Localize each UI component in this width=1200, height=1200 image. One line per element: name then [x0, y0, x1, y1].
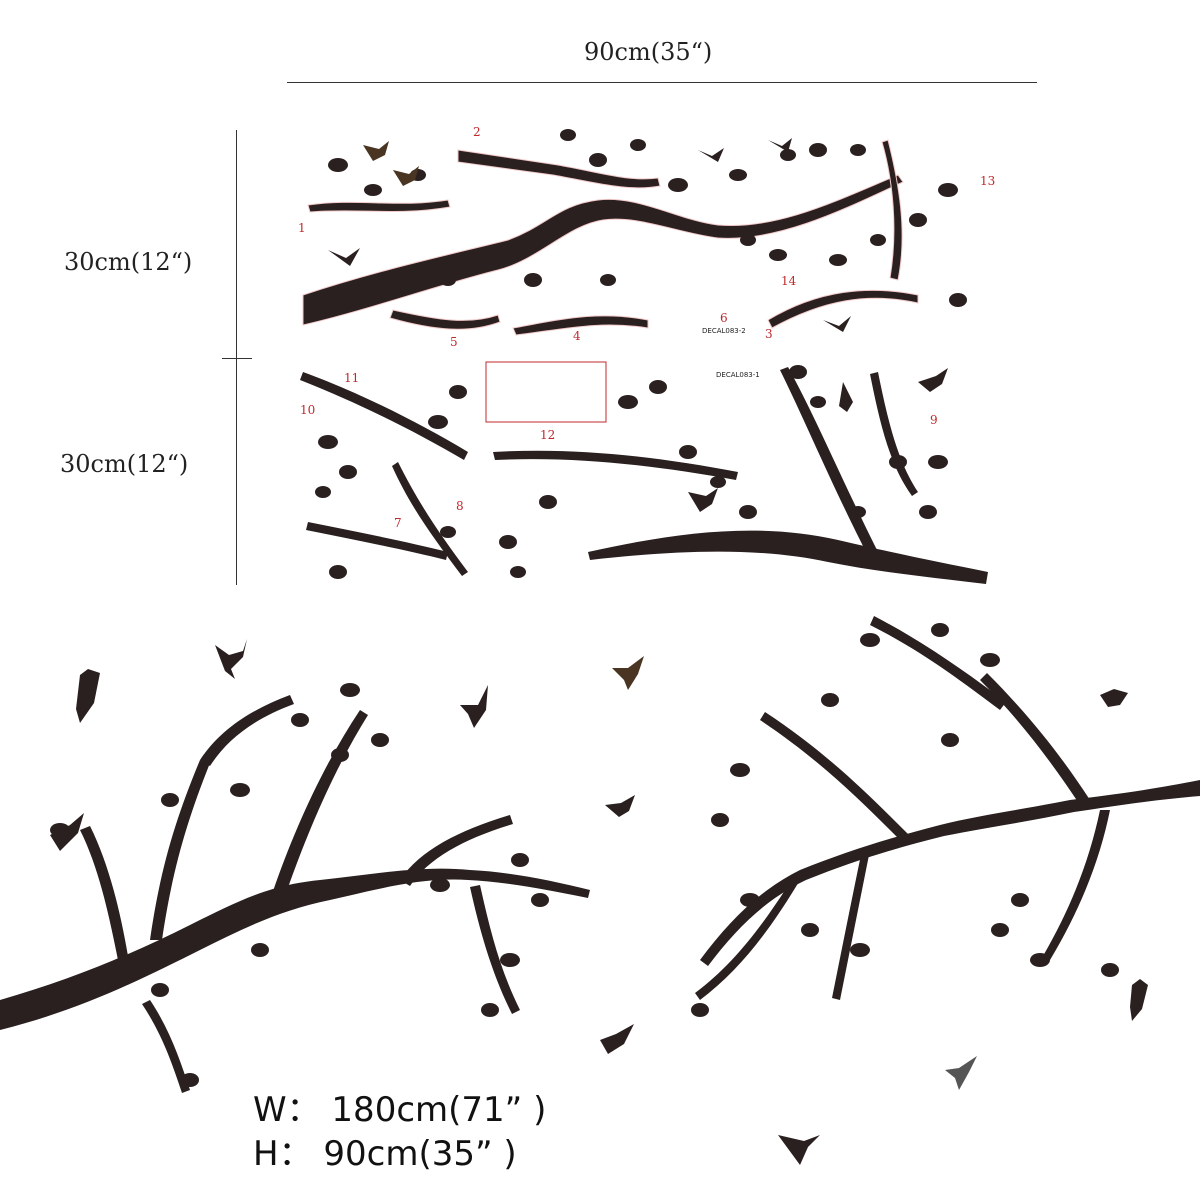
bird-icon — [612, 656, 644, 690]
width-dimension-line — [287, 82, 1037, 83]
part-number-7: 7 — [394, 516, 402, 530]
bird-icon — [1100, 689, 1128, 707]
part-number-8: 8 — [456, 499, 464, 513]
part-number-10: 10 — [300, 403, 315, 417]
part-numbers-bottom: 7 8 9 10 11 12 — [300, 371, 938, 530]
part-number-9: 9 — [930, 413, 938, 427]
assembled-width-label: W： 180cm(71” ) — [253, 1090, 547, 1130]
decal-code-bottom: DECAL083-1 — [716, 371, 760, 379]
part-number-6: 6 — [720, 311, 728, 325]
bird-icon — [460, 685, 488, 728]
preview-thumbnail — [485, 361, 607, 423]
bottom-height-dimension-label: 30cm(12“) — [60, 450, 189, 478]
bird-icon — [945, 1056, 977, 1090]
top-height-dimension-label: 30cm(12“) — [64, 248, 193, 276]
part-number-5: 5 — [450, 335, 458, 349]
bird-icon — [50, 813, 84, 851]
decal-sheet-bottom: 7 8 9 10 11 12 DECAL083-1 — [300, 361, 988, 584]
bird-icon — [76, 669, 100, 723]
decal-sheet-top: 1 2 3 4 5 6 13 14 DECAL083-2 — [298, 125, 995, 349]
part-number-14: 14 — [781, 274, 797, 288]
bird-icon — [778, 1135, 820, 1165]
bird-icon — [1130, 979, 1148, 1021]
bird-icon — [605, 795, 635, 817]
height-dimension-line — [236, 130, 237, 585]
part-number-1: 1 — [298, 221, 306, 235]
assembled-illustration — [0, 616, 1200, 1165]
part-number-3: 3 — [765, 327, 773, 341]
part-number-11: 11 — [344, 371, 359, 385]
width-dimension-label: 90cm(35“) — [584, 38, 713, 66]
part-numbers-top: 1 2 3 4 5 6 13 14 — [298, 125, 995, 349]
decal-code-top: DECAL083-2 — [702, 327, 746, 335]
part-number-2: 2 — [473, 125, 481, 139]
part-number-4: 4 — [573, 329, 581, 343]
part-number-12: 12 — [540, 428, 555, 442]
assembled-height-label: H： 90cm(35” ) — [253, 1134, 517, 1174]
part-number-13: 13 — [980, 174, 995, 188]
bird-icon — [215, 639, 247, 679]
bird-icon — [600, 1024, 634, 1054]
height-dimension-tick — [222, 358, 252, 359]
